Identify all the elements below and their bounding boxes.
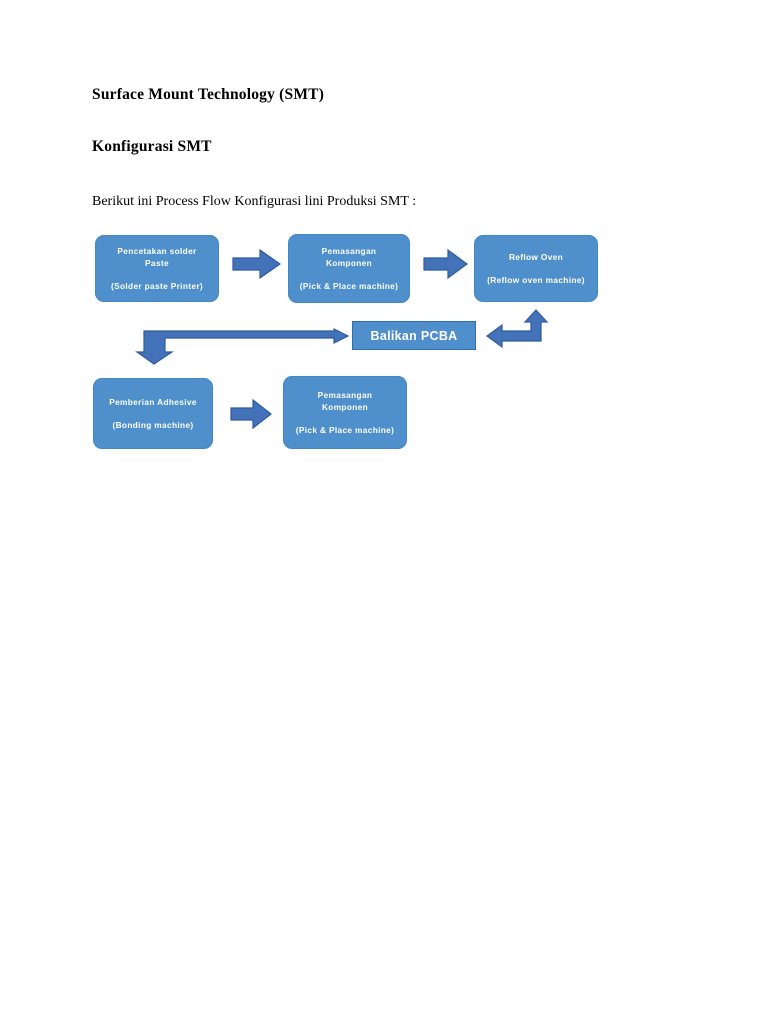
process-node-pick-place-2[interactable]: Pemasangan Komponen (Pick & Place machin… <box>283 376 407 449</box>
node-machine-label: (Solder paste Printer) <box>110 281 204 291</box>
process-node-reflow-oven[interactable]: Reflow Oven (Reflow oven machine) <box>474 235 598 302</box>
page-title: Surface Mount Technology (SMT) <box>92 86 325 103</box>
node-label-line1: Pencetakan solder <box>117 245 197 256</box>
arrow-solder-to-pick1 <box>232 248 282 280</box>
intro-paragraph: Berikut ini Process Flow Konfigurasi lin… <box>92 194 417 209</box>
arrow-adhesive-to-pick2 <box>230 398 272 430</box>
process-node-solder-paste[interactable]: Pencetakan solder Paste (Solder paste Pr… <box>95 235 219 302</box>
node-label-line1: Pemasangan <box>321 245 377 256</box>
process-node-adhesive[interactable]: Pemberian Adhesive (Bonding machine) <box>93 378 213 449</box>
elbow-reflow-to-balikan <box>485 309 549 349</box>
node-label-line2: Paste <box>145 257 169 268</box>
node-label-line1: Reflow Oven <box>508 251 564 262</box>
node-machine-label: (Pick & Place machine) <box>299 281 399 291</box>
node-label-line1: Balikan PCBA <box>370 328 458 343</box>
node-machine-label: (Bonding machine) <box>112 420 194 430</box>
node-machine-label: (Reflow oven machine) <box>487 275 585 285</box>
node-machine-label: (Pick & Place machine) <box>295 425 395 435</box>
node-label-line2: Komponen <box>325 257 373 268</box>
process-node-pick-place-1[interactable]: Pemasangan Komponen (Pick & Place machin… <box>288 234 410 303</box>
node-label-line1: Pemberian Adhesive <box>109 396 197 407</box>
node-label-line1: Pemasangan <box>317 389 373 400</box>
node-label-line2: Komponen <box>321 401 369 412</box>
section-heading: Konfigurasi SMT <box>92 138 212 155</box>
elbow-balikan-to-adhesive <box>135 328 350 365</box>
process-node-balikan-pcba[interactable]: Balikan PCBA <box>352 321 476 350</box>
arrow-pick1-to-reflow <box>423 248 469 280</box>
